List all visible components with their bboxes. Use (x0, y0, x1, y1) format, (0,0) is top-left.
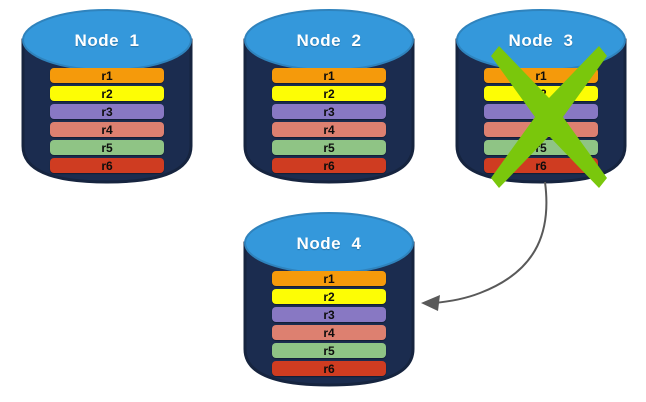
row-label: r2 (101, 86, 113, 101)
node-1-rows: r1 r2 r3 r4 r5 r6 (50, 68, 164, 173)
node-3-row-r1[interactable]: r1 (484, 68, 598, 83)
row-label: r5 (535, 140, 547, 155)
row-label: r1 (323, 271, 335, 286)
row-label: r3 (323, 307, 335, 322)
node-4-row-r5[interactable]: r5 (272, 343, 386, 358)
row-label: r5 (323, 343, 335, 358)
row-label: r6 (101, 158, 113, 173)
node-4-row-r3[interactable]: r3 (272, 307, 386, 322)
node-4-row-r6[interactable]: r6 (272, 361, 386, 376)
node-2-row-r5[interactable]: r5 (272, 140, 386, 155)
row-label: r1 (101, 68, 113, 83)
node-2-row-r6[interactable]: r6 (272, 158, 386, 173)
node-3-rows: r1 r2 r3 r4 r5 r6 (484, 68, 598, 173)
node-2-row-r2[interactable]: r2 (272, 86, 386, 101)
node-3-row-r3[interactable]: r3 (484, 104, 598, 119)
row-label: r3 (101, 104, 113, 119)
row-label: r6 (323, 158, 335, 173)
row-label: r5 (323, 140, 335, 155)
node-2-row-r3[interactable]: r3 (272, 104, 386, 119)
node-1-row-r5[interactable]: r5 (50, 140, 164, 155)
row-label: r6 (535, 158, 547, 173)
node-3-row-r4[interactable]: r4 (484, 122, 598, 137)
node-1-row-r4[interactable]: r4 (50, 122, 164, 137)
row-label: r5 (101, 140, 113, 155)
row-label: r3 (535, 104, 547, 119)
row-label: r2 (535, 86, 547, 101)
node-2-rows: r1 r2 r3 r4 r5 r6 (272, 68, 386, 173)
node-4[interactable]: Node 4 r1 r2 r3 r4 r5 r6 (243, 209, 415, 387)
node-4-row-r2[interactable]: r2 (272, 289, 386, 304)
node-4-rows: r1 r2 r3 r4 r5 r6 (272, 271, 386, 376)
node-4-row-r1[interactable]: r1 (272, 271, 386, 286)
node-1-row-r2[interactable]: r2 (50, 86, 164, 101)
node-3-row-r5[interactable]: r5 (484, 140, 598, 155)
row-label: r2 (323, 86, 335, 101)
row-label: r4 (323, 325, 335, 340)
row-label: r4 (535, 122, 547, 137)
node-3[interactable]: Node 3 r1 r2 r3 r4 r5 r6 (455, 6, 627, 184)
row-label: r3 (323, 104, 335, 119)
node-2-row-r4[interactable]: r4 (272, 122, 386, 137)
node-3-row-r6[interactable]: r6 (484, 158, 598, 173)
node-4-row-r4[interactable]: r4 (272, 325, 386, 340)
node-2[interactable]: Node 2 r1 r2 r3 r4 r5 r6 (243, 6, 415, 184)
row-label: r1 (323, 68, 335, 83)
node-2-row-r1[interactable]: r1 (272, 68, 386, 83)
node-3-row-r2[interactable]: r2 (484, 86, 598, 101)
node-1[interactable]: Node 1 r1 r2 r3 r4 r5 r6 (21, 6, 193, 184)
row-label: r2 (323, 289, 335, 304)
node-1-row-r6[interactable]: r6 (50, 158, 164, 173)
row-label: r1 (535, 68, 547, 83)
row-label: r4 (323, 122, 335, 137)
node-1-row-r3[interactable]: r3 (50, 104, 164, 119)
row-label: r6 (323, 361, 335, 376)
node-1-row-r1[interactable]: r1 (50, 68, 164, 83)
row-label: r4 (101, 122, 113, 137)
